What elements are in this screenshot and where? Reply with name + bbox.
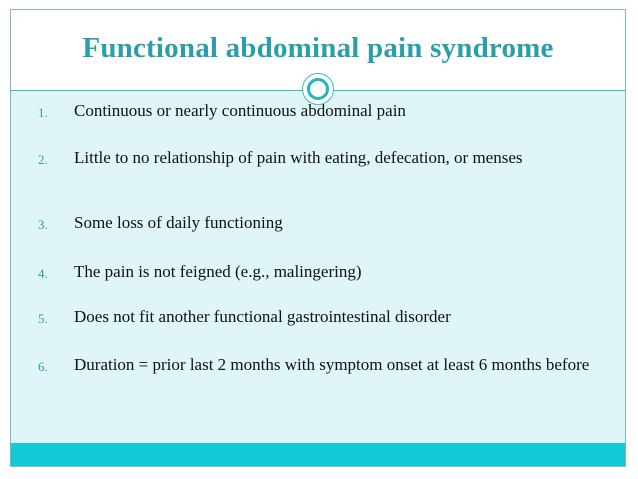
list-item-number: 5.	[38, 311, 48, 326]
list-item-number: 6.	[38, 359, 48, 374]
list-item-number: 3.	[38, 217, 48, 232]
circle-ornament-icon	[302, 73, 334, 105]
list-item-text: Little to no relationship of pain with e…	[74, 148, 523, 167]
list-item-text: The pain is not feigned (e.g., malingeri…	[74, 262, 362, 281]
list-item-text: Does not fit another functional gastroin…	[74, 307, 451, 326]
slide: Functional abdominal pain syndrome 1. Co…	[10, 9, 626, 467]
footer-bar	[11, 443, 625, 466]
list-item-number: 4.	[38, 266, 48, 281]
list-item-text: Continuous or nearly continuous abdomina…	[74, 101, 406, 120]
list-item-text: Some loss of daily functioning	[74, 213, 283, 232]
list-item-text: Duration = prior last 2 months with symp…	[74, 355, 590, 374]
content-area: 1. Continuous or nearly continuous abdom…	[11, 91, 625, 444]
list-item-number: 2.	[38, 152, 48, 167]
slide-title: Functional abdominal pain syndrome	[82, 32, 554, 64]
list-item-number: 1.	[38, 105, 48, 120]
circle-ornament-inner	[307, 78, 329, 100]
